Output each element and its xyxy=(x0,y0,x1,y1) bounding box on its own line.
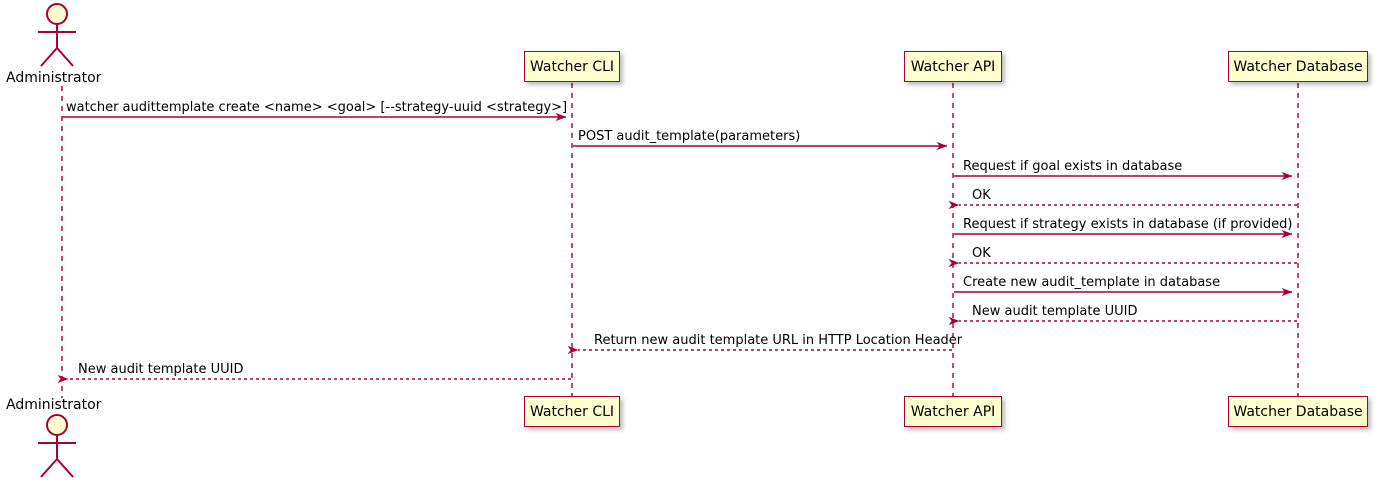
message-label-3: Request if goal exists in database xyxy=(963,159,1183,174)
message-label-7: Create new audit_template in database xyxy=(963,275,1221,290)
actor-label-administrator-bottom: Administrator xyxy=(6,397,102,413)
message-label-9: Return new audit template URL in HTTP Lo… xyxy=(594,333,963,348)
participant-box-watcher-cli-bottom[interactable]: Watcher CLI xyxy=(524,396,620,427)
message-arrows xyxy=(57,112,1297,384)
participant-label-watcher-cli-bottom: Watcher CLI xyxy=(529,403,615,420)
message-label-8: New audit template UUID xyxy=(972,304,1138,319)
participant-label-watcher-database-bottom: Watcher Database xyxy=(1233,403,1363,420)
actor-administrator-bottom xyxy=(38,414,76,478)
participant-box-watcher-api-top[interactable]: Watcher API xyxy=(904,51,1002,82)
message-label-6: OK xyxy=(972,246,991,261)
message-label-4: OK xyxy=(972,188,991,203)
message-label-1: watcher audittemplate create <name> <goa… xyxy=(66,100,568,115)
actor-label-administrator-top: Administrator xyxy=(6,70,102,86)
actor-administrator-top xyxy=(38,3,76,67)
participant-label-watcher-api-bottom: Watcher API xyxy=(910,403,996,420)
participant-label-watcher-cli: Watcher CLI xyxy=(529,58,615,75)
message-label-5: Request if strategy exists in database (… xyxy=(963,217,1293,232)
participant-box-watcher-database-bottom[interactable]: Watcher Database xyxy=(1228,396,1368,427)
participant-box-watcher-cli-top[interactable]: Watcher CLI xyxy=(524,51,620,82)
participant-box-watcher-api-bottom[interactable]: Watcher API xyxy=(904,396,1002,427)
message-label-2: POST audit_template(parameters) xyxy=(578,129,801,144)
participant-box-watcher-database-top[interactable]: Watcher Database xyxy=(1228,51,1368,82)
lifelines xyxy=(61,83,1299,398)
participant-label-watcher-database: Watcher Database xyxy=(1233,58,1363,75)
message-label-10: New audit template UUID xyxy=(78,362,244,377)
participant-label-watcher-api: Watcher API xyxy=(910,58,996,75)
